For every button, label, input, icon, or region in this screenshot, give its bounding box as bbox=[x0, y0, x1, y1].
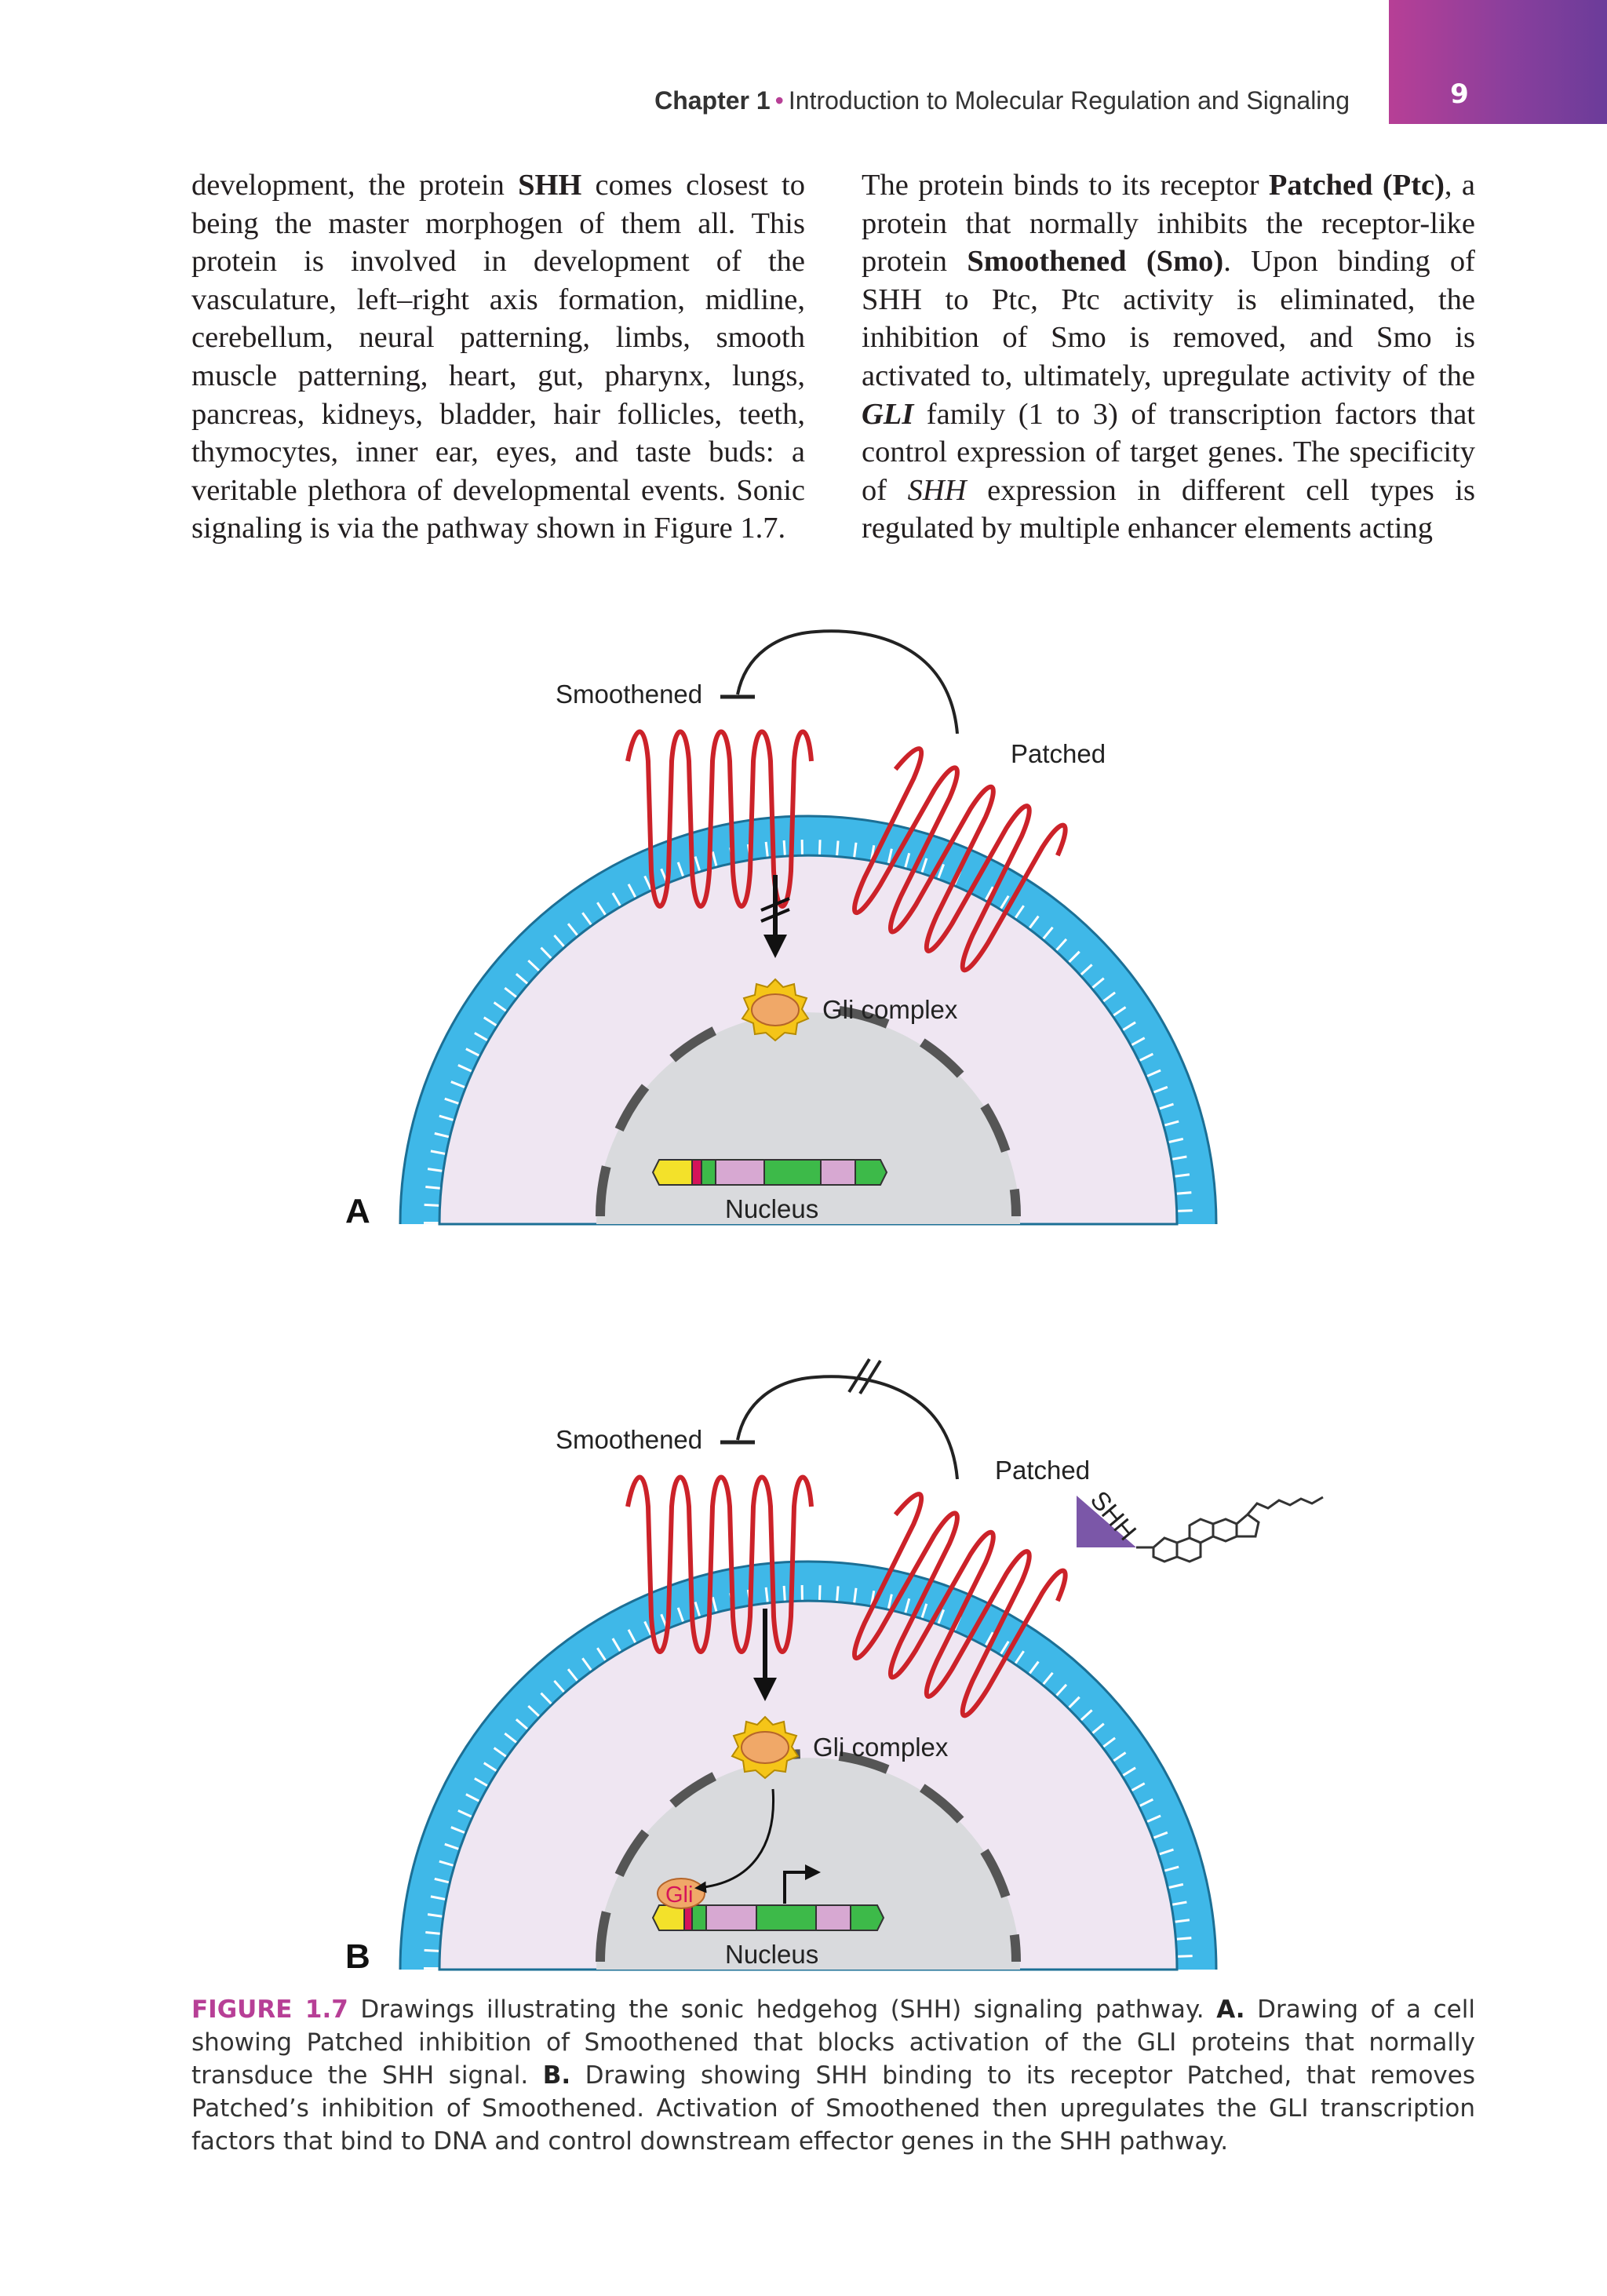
left-paragraph: development, the protein SHH comes close… bbox=[191, 166, 805, 548]
panel-b-letter: B bbox=[345, 1937, 370, 1976]
chapter-label: Chapter 1 bbox=[654, 86, 771, 115]
right-column-run: family (1 to 3) of transcription factors… bbox=[862, 397, 1475, 507]
right-column-run: Patched (Ptc) bbox=[1268, 169, 1445, 202]
left-column-run: development, the protein bbox=[191, 169, 519, 202]
chapter-title: Introduction to Molecular Regulation and… bbox=[788, 86, 1350, 115]
figure-caption: FIGURE 1.7 Drawings illustrating the son… bbox=[191, 1993, 1475, 2158]
panel-a-inhibition-arc bbox=[736, 629, 959, 734]
right-column-run: . Upon binding of SHH to Ptc, Ptc activi… bbox=[862, 245, 1475, 392]
caption-text-3: Drawing showing SHH binding to its recep… bbox=[191, 2061, 1476, 2156]
right-column-run: , a protein that normally inhibits the r… bbox=[862, 169, 1475, 279]
panel-a-nuclear-envelope bbox=[596, 1004, 1021, 1217]
right-column-run: SHH bbox=[907, 473, 967, 507]
caption-a-marker: A. bbox=[1216, 1995, 1245, 2024]
panel-a-patched-label: Patched bbox=[1011, 739, 1106, 768]
running-head: Chapter 1•Introduction to Molecular Regu… bbox=[408, 86, 1350, 115]
panel-b-dna bbox=[651, 1904, 885, 1931]
body-left-column: development, the protein SHH comes close… bbox=[191, 166, 805, 548]
panel-b-patched-label: Patched bbox=[995, 1456, 1090, 1485]
figure-number: FIGURE 1.7 bbox=[191, 1995, 348, 2024]
panel-a: Smoothened Patched Gli complex Nucleus A bbox=[345, 596, 1218, 1230]
panel-b-gli-complex bbox=[731, 1715, 800, 1780]
panel-b-inhibition-arc bbox=[736, 1375, 959, 1480]
left-column-run: SHH bbox=[518, 169, 582, 202]
page-number-tab bbox=[1389, 0, 1607, 124]
right-column-run: GLI bbox=[862, 397, 914, 431]
caption-text-2: Drawing of a cell showing Patched inhibi… bbox=[191, 1995, 1475, 2090]
panel-a-smoothened-label: Smoothened bbox=[556, 680, 702, 709]
panel-a-nucleus-label: Nucleus bbox=[725, 1194, 818, 1223]
caption-text-1: Drawings illustrating the sonic hedgehog… bbox=[348, 1995, 1217, 2024]
panel-b-gli-complex-label: Gli complex bbox=[813, 1733, 949, 1762]
right-column-run: expression in different cell types is re… bbox=[862, 473, 1475, 545]
left-column-run: comes closest to being the master morpho… bbox=[191, 169, 805, 545]
panel-b-break-mark bbox=[847, 1358, 871, 1394]
panel-a-letter: A bbox=[345, 1192, 370, 1230]
panel-a-dna bbox=[651, 1159, 888, 1186]
panel-b-gli-protein: Gli bbox=[657, 1878, 705, 1909]
right-column-run: The protein binds to its receptor bbox=[862, 169, 1269, 202]
panel-b: Gli SHH bbox=[345, 1342, 1324, 1976]
separator-dot: • bbox=[774, 86, 784, 115]
caption-b-marker: B. bbox=[542, 2061, 571, 2090]
page-number: 9 bbox=[1450, 78, 1469, 110]
right-column-run: Smoothened (Smo) bbox=[967, 245, 1224, 279]
panel-a-gli-complex-label: Gli complex bbox=[822, 995, 958, 1024]
right-paragraph: The protein binds to its receptor Patche… bbox=[862, 166, 1475, 548]
panel-b-gli-translocation-arrow bbox=[694, 1788, 775, 1893]
panel-b-transcription-arrow bbox=[783, 1864, 821, 1904]
panel-b-cholesterol-moiety bbox=[1136, 1496, 1324, 1563]
body-right-column: The protein binds to its receptor Patche… bbox=[862, 166, 1475, 548]
panel-b-gli-label: Gli bbox=[665, 1882, 693, 1908]
panel-b-smoothened-label: Smoothened bbox=[556, 1425, 702, 1454]
panel-a-gli-complex bbox=[741, 978, 810, 1042]
figure-1-7: Smoothened Patched Gli complex Nucleus A… bbox=[345, 596, 1324, 1976]
panel-b-nucleus-label: Nucleus bbox=[725, 1940, 818, 1969]
panel-b-nuclear-envelope bbox=[596, 1749, 1021, 1963]
